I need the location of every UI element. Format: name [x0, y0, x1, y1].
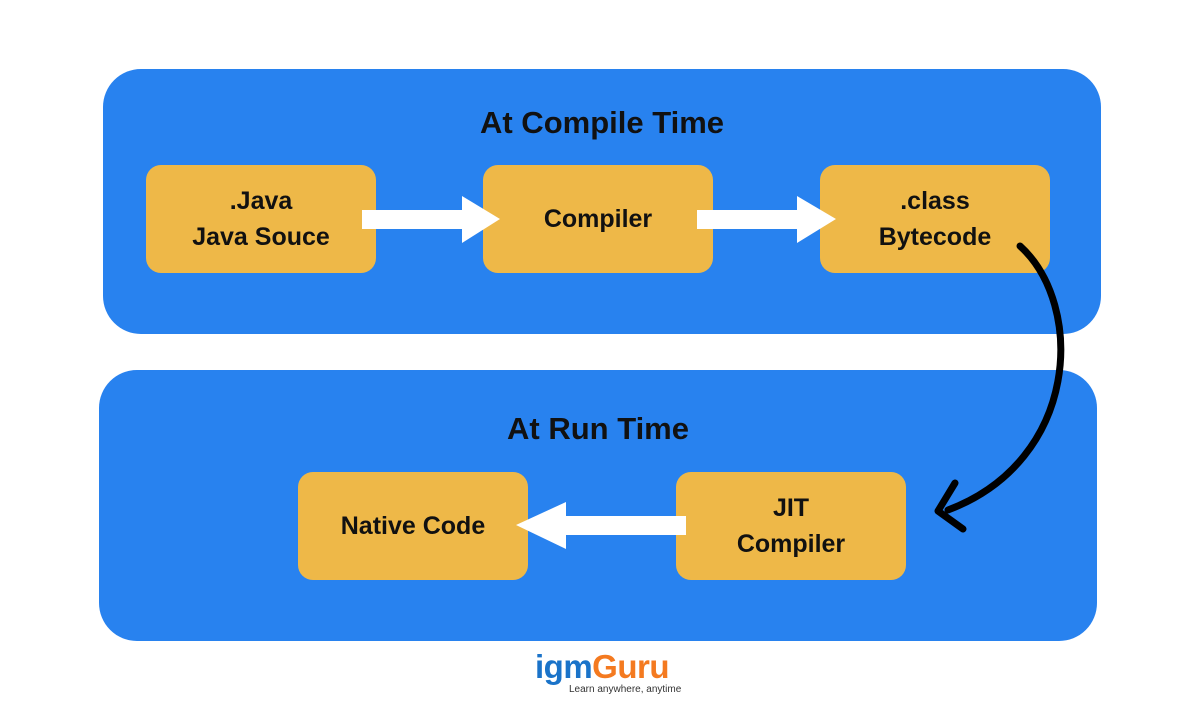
bytecode-line2: Bytecode: [878, 223, 992, 251]
jit-line2: Compiler: [736, 530, 846, 558]
jit-line1: JIT: [772, 494, 810, 522]
compiler-node: Compiler: [483, 165, 713, 273]
java-source-line1: .Java: [229, 187, 293, 215]
igmguru-logo: igmGuru Learn anywhere, anytime: [535, 650, 695, 696]
compile-time-title: At Compile Time: [479, 105, 725, 140]
java-source-node: .Java Java Souce: [146, 165, 376, 273]
logo-part-guru: Guru: [592, 648, 669, 685]
native-code-node: Native Code: [298, 472, 528, 580]
bytecode-node: .class Bytecode: [820, 165, 1050, 273]
logo-tagline: Learn anywhere, anytime: [569, 684, 682, 695]
run-time-panel: At Run Time: [99, 370, 1097, 641]
java-source-line2: Java Souce: [192, 223, 330, 251]
logo-wordmark: igmGuru: [535, 650, 695, 684]
logo-part-igm: igm: [535, 648, 593, 685]
compiler-label: Compiler: [543, 205, 653, 233]
jit-compiler-node: JIT Compiler: [676, 472, 906, 580]
native-code-label: Native Code: [340, 512, 486, 540]
bytecode-line1: .class: [900, 187, 970, 215]
run-time-title: At Run Time: [507, 411, 689, 446]
